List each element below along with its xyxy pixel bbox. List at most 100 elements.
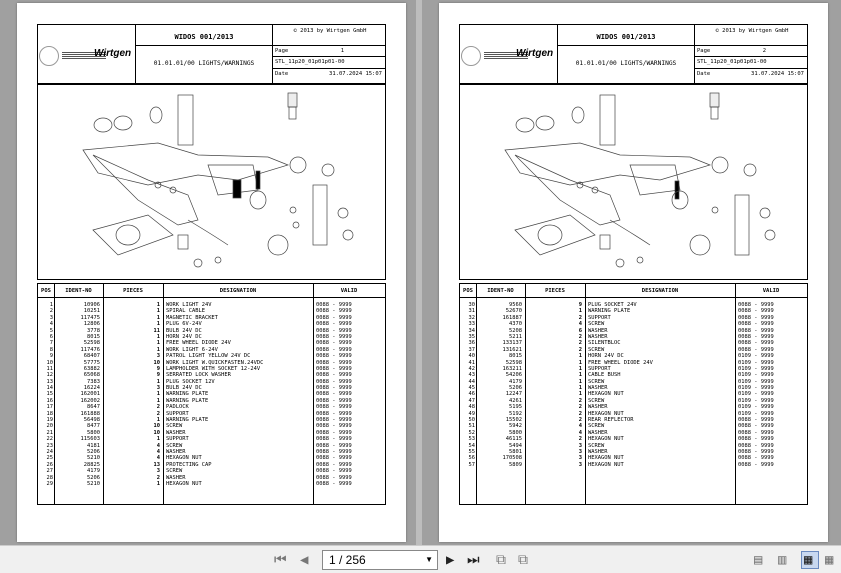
header-valid: VALID	[762, 288, 780, 294]
pieces-cell: 1	[156, 340, 160, 347]
valid-cell: 0088 - 9999	[316, 372, 352, 379]
pos-cell: 45	[468, 385, 476, 392]
designation-cell: PATROL LIGHT YELLOW 24V DC	[166, 353, 251, 360]
valid-cell: 0088 - 9999	[738, 346, 774, 353]
designation-cell: WASHER	[166, 474, 186, 481]
exploded-parts-drawing	[459, 84, 808, 280]
fit-icon[interactable]: ⧉	[518, 552, 528, 568]
pieces-cell: 2	[578, 340, 582, 347]
ident-cell: 46115	[505, 436, 522, 443]
valid-cell: 0088 - 9999	[738, 461, 774, 468]
pieces-cell: 2	[578, 333, 582, 340]
pos-cell: 6	[49, 333, 53, 340]
pos-cell: 14	[46, 385, 54, 392]
two-page-continuous-icon[interactable]: ▦	[825, 552, 834, 568]
pieces-cell: 1	[156, 436, 160, 443]
ident-cell: 12247	[505, 391, 522, 398]
ident-cell: 5192	[509, 410, 522, 417]
valid-cell: 0088 - 9999	[316, 321, 352, 328]
page-header: Wirtgen WIDOS 001/2013 01.01.01/00 LIGHT…	[37, 24, 386, 85]
pieces-cell: 1	[156, 346, 160, 353]
ident-cell: 28825	[83, 461, 100, 468]
pos-cell: 53	[468, 436, 476, 443]
ident-cell: 52670	[505, 308, 522, 315]
designation-cell: HEXAGON NUT	[588, 461, 624, 468]
ident-cell: 12806	[83, 321, 100, 328]
ident-cell: 54206	[505, 372, 522, 379]
prev-page-icon[interactable]: ◀	[300, 552, 309, 568]
document-viewport[interactable]: Wirtgen WIDOS 001/2013 01.01.01/00 LIGHT…	[0, 0, 841, 545]
ident-cell: 5801	[509, 448, 522, 455]
pos-cell: 49	[468, 410, 476, 417]
ident-cell: 163211	[502, 365, 522, 372]
pieces-cell: 9	[156, 365, 160, 372]
ident-cell: 5208	[509, 327, 522, 334]
pieces-cell: 3	[156, 353, 160, 360]
designation-cell: PADLOCK	[166, 404, 189, 411]
last-page-icon[interactable]: ⏭	[467, 552, 480, 568]
valid-cell: 0088 - 9999	[316, 417, 352, 424]
designation-cell: FREE WHEEL DIODE 24V	[588, 359, 653, 366]
designation-cell: BULB 24V DC	[166, 327, 202, 334]
pos-cell: 29	[46, 480, 54, 487]
doc-title: WIDOS 001/2013	[174, 33, 234, 41]
pieces-cell: 1	[156, 308, 160, 315]
pdf-page-2: Wirtgen WIDOS 001/2013 01.01.01/00 LIGHT…	[439, 3, 828, 542]
code-row: STL_11p20_01p01p01-00	[695, 56, 808, 67]
ident-cell: 15502	[505, 417, 522, 424]
pos-cell: 17	[46, 404, 54, 411]
pieces-cell: 2	[156, 404, 160, 411]
pos-cell: 34	[468, 327, 476, 334]
ident-cell: 5942	[509, 423, 522, 430]
parts-table: POS IDENT-NO PIECES DESIGNATION VALID 30…	[459, 283, 808, 505]
designation-cell: WARNING PLATE	[166, 397, 209, 404]
pieces-cell: 6	[578, 327, 582, 334]
pieces-cell: 1	[156, 302, 160, 308]
pieces-cell: 10	[153, 429, 161, 436]
designation-cell: SCREW	[166, 442, 183, 449]
pos-cell: 57	[468, 461, 476, 468]
pieces-cell: 1	[578, 353, 582, 360]
valid-cell: 0088 - 9999	[738, 308, 774, 315]
pos-cell: 33	[468, 321, 476, 328]
chevron-down-icon[interactable]: ▼	[425, 555, 433, 564]
header-designation: DESIGNATION	[219, 288, 257, 294]
page-number-input[interactable]: 1 / 256 ▼	[322, 550, 438, 570]
pos-cell: 44	[468, 378, 476, 385]
pos-cell: 13	[46, 378, 54, 385]
designation-cell: WARNING PLATE	[588, 308, 631, 315]
designation-cell: SCREW	[588, 442, 605, 449]
designation-cell: SCREW	[588, 397, 605, 404]
header-pos: POS	[41, 288, 51, 294]
valid-cell: 0088 - 9999	[738, 417, 774, 424]
first-page-icon[interactable]: ⏮	[274, 552, 287, 568]
rotate-icon[interactable]: ⧉	[496, 552, 506, 568]
viewer-toolbar: ⏮ ◀ 1 / 256 ▼ ▶ ⏭ ⧉ ⧉ ▤ ▥ ▦ ▦	[0, 545, 841, 573]
next-page-icon[interactable]: ▶	[446, 552, 455, 568]
pos-cell: 47	[468, 397, 476, 404]
designation-cell: SUPPORT	[166, 410, 189, 417]
valid-cell: 0088 - 9999	[316, 333, 352, 340]
valid-cell: 0088 - 9999	[316, 455, 352, 462]
ident-cell: 5206	[87, 474, 100, 481]
continuous-icon[interactable]: ▥	[778, 552, 787, 568]
two-page-icon[interactable]: ▦	[801, 551, 819, 569]
parts-diagram-icon	[82, 92, 354, 268]
pieces-cell: 4	[578, 423, 582, 430]
single-page-icon[interactable]: ▤	[754, 552, 763, 568]
pos-cell: 43	[468, 372, 476, 379]
